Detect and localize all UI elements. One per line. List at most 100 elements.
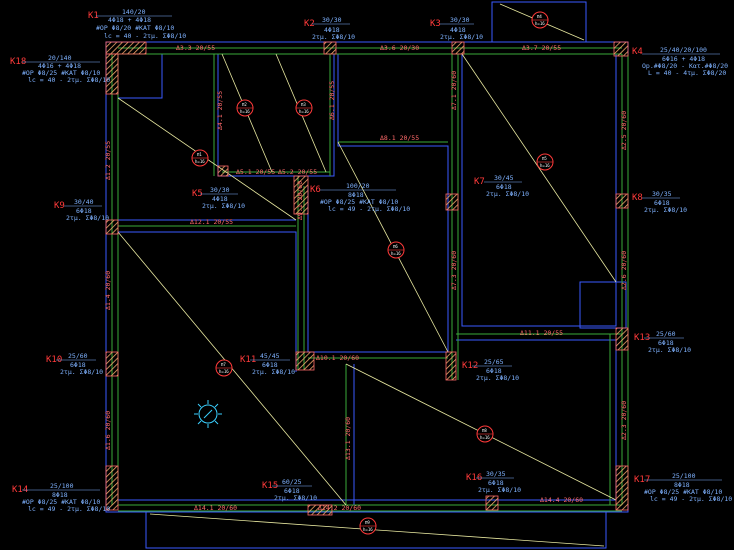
beam-label-13-1: Δ13.1 20/60 bbox=[344, 417, 352, 460]
slab-8-label: Π8 bbox=[482, 428, 487, 433]
k9-line3: 2τμ. ΣΦ8/10 bbox=[66, 214, 109, 222]
k11-rebar: 6Φ18 bbox=[262, 361, 278, 369]
slab-1-thk: h=16 bbox=[195, 159, 205, 164]
slab-4-thk: h=16 bbox=[535, 21, 545, 26]
slab-outlines bbox=[105, 1, 629, 549]
k4-size: 25/40/20/100 bbox=[660, 46, 707, 54]
slab-2-label: Π2 bbox=[242, 102, 247, 107]
k6-rebar: 8Φ18 bbox=[348, 191, 364, 199]
k7-id: K7 bbox=[474, 177, 485, 187]
column-label-k12: K12 25/65 6Φ18 2τμ. ΣΦ8/10 bbox=[462, 358, 519, 382]
k9-id: K9 bbox=[54, 201, 65, 211]
k15-size: 60/25 bbox=[282, 478, 302, 486]
k14-size: 25/100 bbox=[50, 482, 74, 490]
k16-line3: 2τμ. ΣΦ8/10 bbox=[478, 486, 521, 494]
k6-line4: lc = 49 - 2τμ. ΣΦ8/10 bbox=[328, 205, 410, 213]
beam-label-2-5: Δ2.5 20/60 bbox=[620, 111, 628, 150]
k10-line3: 2τμ. ΣΦ8/10 bbox=[60, 368, 103, 376]
column-label-k6: K6 100/20 8Φ18 #OP Φ8/25 #KAT Φ8/10 lc =… bbox=[310, 182, 410, 213]
column-k8 bbox=[615, 193, 629, 209]
slab-9-thk: h=16 bbox=[363, 527, 373, 532]
beam-label-4-1: Δ4.1 20/55 bbox=[216, 91, 224, 130]
k11-id: K11 bbox=[240, 355, 256, 365]
column-k13 bbox=[615, 327, 629, 351]
outer-outline bbox=[105, 41, 629, 513]
column-k15 bbox=[307, 504, 333, 516]
k11-size: 45/45 bbox=[260, 352, 280, 360]
column-label-k17: K17 25/100 8Φ18 #OP Φ8/25 #KAT Φ8/10 lc … bbox=[634, 472, 732, 503]
beam-label-9-1: Δ9.1 20/60 bbox=[296, 181, 304, 220]
k13-rebar: 6Φ18 bbox=[658, 339, 674, 347]
beam-label-11-1: Δ11.1 20/55 bbox=[520, 329, 563, 337]
room-upper-left bbox=[117, 54, 296, 221]
beam-label-1-4: Δ1.4 20/60 bbox=[104, 271, 112, 310]
column-label-k9: K9 30/40 6Φ18 2τμ. ΣΦ8/10 bbox=[54, 198, 109, 222]
k3-id: K3 bbox=[430, 19, 441, 29]
slab-6-thk: h=16 bbox=[391, 251, 401, 256]
beam-label-5-1: Δ5.1 20/55 bbox=[236, 168, 275, 176]
k14-id: K14 bbox=[12, 485, 28, 495]
k14-rebar: 8Φ18 bbox=[52, 491, 68, 499]
slab-3-label: Π3 bbox=[301, 102, 306, 107]
k1-id: K1 bbox=[88, 11, 99, 21]
k14-line4: lc = 49 - 2τμ. ΣΦ8/10 bbox=[28, 505, 110, 513]
column-label-k11: K11 45/45 6Φ18 2τμ. ΣΦ8/10 bbox=[240, 352, 295, 376]
slab-6-label: Π6 bbox=[393, 244, 398, 249]
beam-label-3-7: Δ3.7 20/55 bbox=[522, 44, 561, 52]
k5-id: K5 bbox=[192, 189, 203, 199]
k12-rebar: 6Φ18 bbox=[486, 367, 502, 375]
beam-label-3-6: Δ3.6 20/30 bbox=[380, 44, 419, 52]
slab-3-thk: h=16 bbox=[299, 109, 309, 114]
k10-id: K10 bbox=[46, 355, 62, 365]
beam-label-14-4: Δ14.4 20/60 bbox=[540, 496, 583, 504]
beam-label-1-2: Δ1.2 20/55 bbox=[104, 141, 112, 180]
beam-label-5-2: Δ5.2 20/55 bbox=[278, 168, 317, 176]
k4-line3: Op.#Φ8/20 - Κατ.#Φ8/20 bbox=[642, 62, 728, 70]
k10-size: 25/60 bbox=[68, 352, 88, 360]
room-left-lower bbox=[118, 231, 297, 372]
k5-rebar: 4Φ18 bbox=[212, 195, 228, 203]
beam-label-12-1: Δ12.1 20/55 bbox=[190, 218, 233, 226]
beam-labels: Δ3.3 20/55 Δ3.6 20/30 Δ3.7 20/55 Δ5.1 20… bbox=[104, 44, 628, 512]
slab-marker-7: Π7 h=16 bbox=[215, 359, 233, 377]
k2-line3: 2τμ. ΣΦ8/10 bbox=[312, 33, 355, 41]
column-k11 bbox=[295, 351, 315, 371]
k5-line3: 2τμ. ΣΦ8/10 bbox=[202, 202, 245, 210]
k2-id: K2 bbox=[304, 19, 315, 29]
slab-diagonals bbox=[117, 3, 617, 547]
k8-line3: 2τμ. ΣΦ8/10 bbox=[644, 206, 687, 214]
k1-rebar: 4Φ18 + 4Φ18 bbox=[108, 16, 151, 24]
slab-8-thk: h=16 bbox=[480, 435, 490, 440]
beam-label-6-1: Δ6.1 20/55 bbox=[328, 81, 336, 120]
k14-line3: #OP Φ8/25 #KAT Φ8/10 bbox=[22, 498, 100, 506]
k12-line3: 2τμ. ΣΦ8/10 bbox=[476, 374, 519, 382]
k8-id: K8 bbox=[632, 193, 643, 203]
column-k1 bbox=[105, 41, 147, 55]
column-k12 bbox=[445, 351, 457, 381]
k3-size: 30/30 bbox=[450, 16, 470, 24]
column-labels: K1 140/20 4Φ18 + 4Φ18 #OP Φ8/20 #KAT Φ8/… bbox=[10, 8, 732, 513]
column-label-k15: K15 60/25 6Φ18 2τμ. ΣΦ8/10 bbox=[262, 478, 317, 502]
k9-size: 30/40 bbox=[74, 198, 94, 206]
k8-rebar: 6Φ18 bbox=[654, 199, 670, 207]
column-label-k5: K5 30/30 4Φ18 2τμ. ΣΦ8/10 bbox=[192, 186, 245, 210]
k4-rebar: 6Φ16 + 4Φ18 bbox=[662, 55, 705, 63]
column-label-k1: K1 140/20 4Φ18 + 4Φ18 #OP Φ8/20 #KAT Φ8/… bbox=[88, 8, 186, 40]
column-k7 bbox=[445, 193, 459, 211]
beam-label-2-6: Δ2.6 20/60 bbox=[620, 251, 628, 290]
column-k16 bbox=[485, 495, 499, 511]
column-label-k2: K2 30/30 4Φ18 2τμ. ΣΦ8/10 bbox=[304, 16, 355, 41]
k6-size: 100/20 bbox=[346, 182, 370, 190]
k16-id: K16 bbox=[466, 473, 482, 483]
diag-9 bbox=[149, 513, 605, 547]
room-right-top bbox=[461, 54, 617, 327]
column-k4 bbox=[613, 41, 629, 57]
slab-7-thk: h=16 bbox=[219, 369, 229, 374]
k16-size: 30/35 bbox=[486, 470, 506, 478]
k2-size: 30/30 bbox=[322, 16, 342, 24]
k12-size: 25/65 bbox=[484, 358, 504, 366]
k18-size: 20/140 bbox=[48, 54, 72, 62]
k9-rebar: 6Φ18 bbox=[76, 207, 92, 215]
beam-label-8-1: Δ8.1 20/55 bbox=[380, 134, 419, 142]
